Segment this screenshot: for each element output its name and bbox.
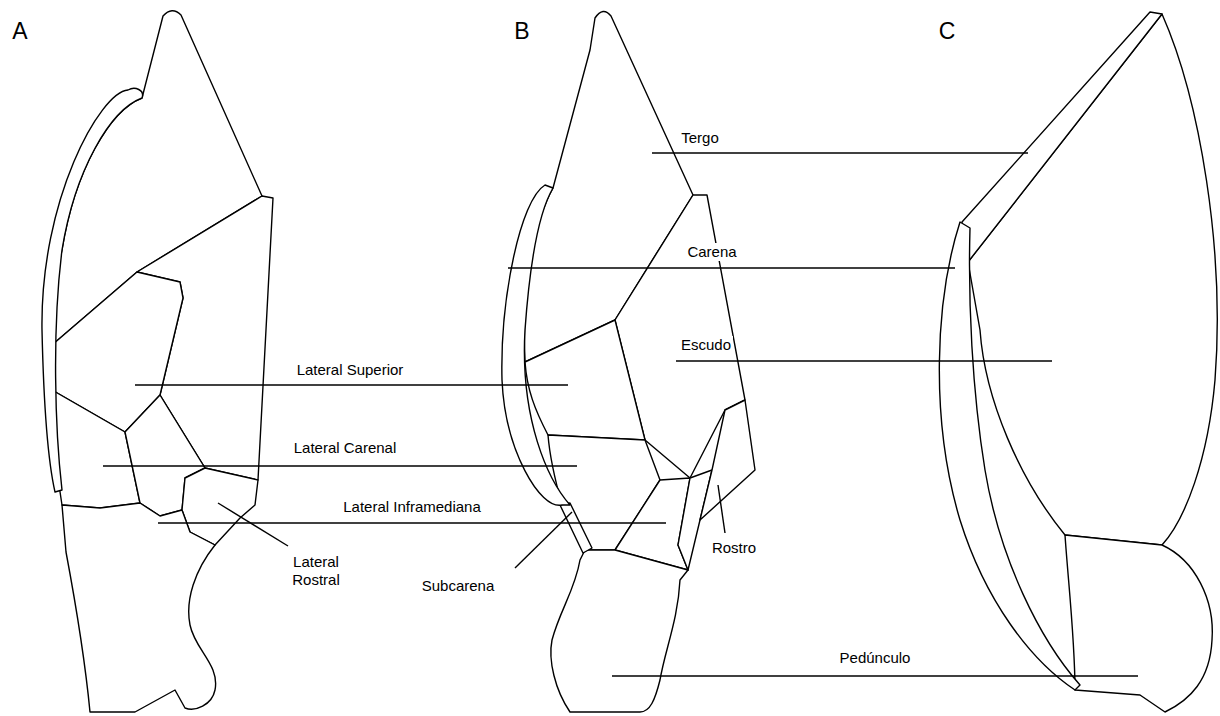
tergum-plate [962, 12, 1162, 262]
rostrum-plate [700, 400, 755, 520]
part-label: Lateral Superior [295, 361, 406, 379]
leader-line [718, 485, 725, 533]
leader-line [676, 360, 1052, 361]
part-label: Tergo [679, 129, 721, 147]
panel-letter: C [937, 18, 958, 46]
carina-plate [502, 185, 570, 505]
part-label: Escudo [679, 336, 733, 354]
part-label: Pedúnculo [838, 649, 913, 667]
part-label: Carena [685, 243, 738, 261]
part-label: Lateral Carenal [292, 439, 399, 457]
part-label: Lateral Inframediana [341, 498, 483, 516]
leader-line [652, 152, 1028, 153]
leader-line [218, 503, 288, 546]
leader-line [158, 522, 666, 523]
leader-line [508, 267, 955, 268]
peduncle [1065, 535, 1212, 712]
part-label: Rostro [710, 539, 758, 557]
leader-line [103, 465, 577, 466]
carinal-latus-plate [52, 390, 140, 508]
leader-line [135, 384, 568, 385]
peduncle [551, 550, 688, 712]
upper-latus-plate [525, 320, 645, 440]
subcarina-plate [560, 503, 592, 553]
leader-lines [103, 153, 1138, 676]
view-a [42, 11, 273, 712]
view-c [939, 12, 1217, 712]
carina-plate [42, 88, 143, 492]
panel-letter: A [10, 18, 29, 46]
rostral-latus-plate [678, 470, 712, 570]
panel-letter: B [512, 18, 531, 46]
view-b [502, 11, 755, 712]
part-label: Lateral Rostral [279, 553, 353, 589]
leader-line [515, 512, 572, 568]
part-label: Subcarena [420, 577, 497, 595]
leader-line [612, 675, 1138, 676]
peduncle [62, 503, 216, 712]
carina-plate [939, 222, 1080, 690]
